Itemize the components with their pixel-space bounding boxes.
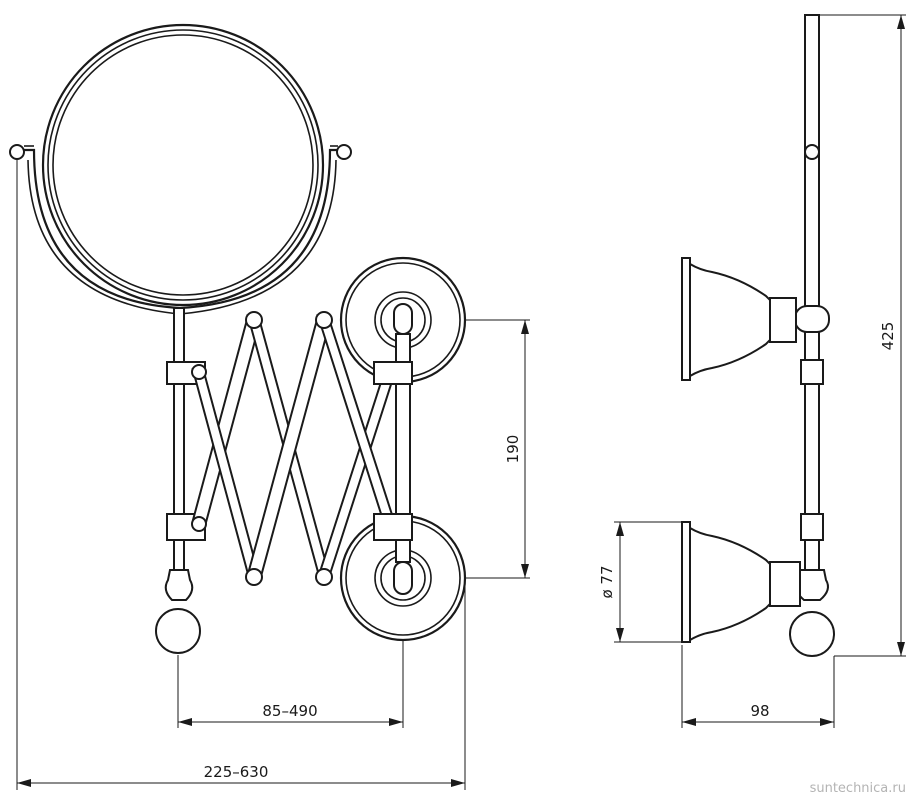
dim-98-label: 98 [750, 702, 769, 720]
dim-225-630-label: 225–630 [204, 763, 269, 781]
side-mount-bottom [681, 521, 801, 643]
side-view [681, 14, 835, 657]
side-mount-top [681, 257, 797, 381]
front-view [9, 23, 467, 654]
scissor-arms [191, 311, 397, 586]
watermark: suntechnica.ru [810, 781, 906, 796]
dimension-lines [16, 14, 906, 790]
dim-77-label: ø 77 [598, 565, 616, 598]
dim-190-label: 190 [504, 435, 522, 464]
mirror-head [9, 23, 352, 315]
dim-85-490-label: 85–490 [262, 702, 317, 720]
dim-425-label: 425 [879, 322, 897, 351]
head-stem [155, 307, 206, 654]
mount-bar [373, 333, 413, 563]
